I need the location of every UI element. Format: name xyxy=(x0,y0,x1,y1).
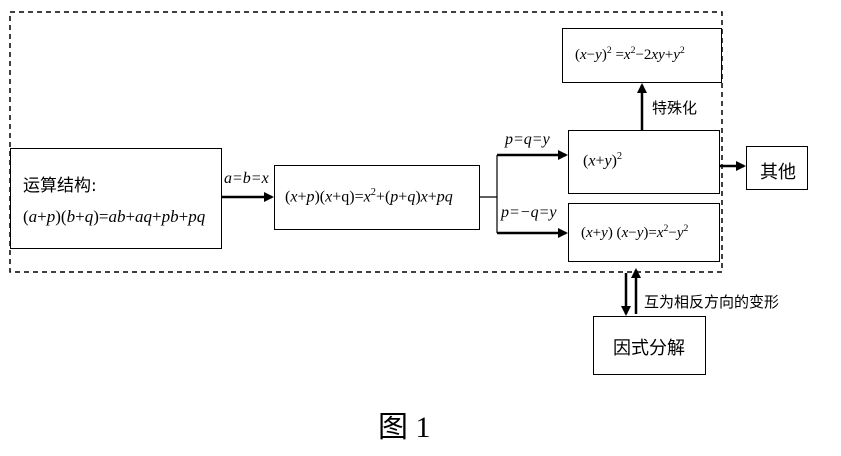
formula-variable: p xyxy=(46,207,56,226)
formula-variable: x xyxy=(588,152,596,170)
formula-symbol: )( xyxy=(314,188,326,206)
formula-variable: y xyxy=(601,225,608,241)
formula-symbol: − xyxy=(668,225,677,241)
edge-label-inverse: 互为相反方向的变形 xyxy=(644,293,780,311)
formula-variable: x xyxy=(656,225,664,241)
formula-variable: y xyxy=(595,47,602,63)
formula-exponent: 2 xyxy=(370,187,376,198)
formula-symbol: )( xyxy=(55,207,67,226)
formula-symbol: + xyxy=(664,47,674,63)
formula-symbol: +( xyxy=(375,188,391,206)
formula-variable: y xyxy=(636,225,644,241)
formula-symbol: + xyxy=(398,188,408,206)
formula-symbol: ( xyxy=(23,207,29,226)
formula-symbol: + xyxy=(595,152,605,170)
formula-variable: y xyxy=(673,47,680,63)
formula-variable: x xyxy=(290,188,298,206)
formula-symbol: ( xyxy=(581,225,586,241)
formula-variable: pq xyxy=(188,207,206,226)
formula-symbol: ( xyxy=(285,188,291,206)
formula-symbol: + xyxy=(592,225,602,241)
formula-variable: x xyxy=(621,225,629,241)
formula-exponent: 2 xyxy=(679,45,685,56)
formula-variable: x xyxy=(325,188,333,206)
formula-variable: x xyxy=(420,188,428,206)
formula-exponent: 2 xyxy=(630,45,636,56)
formula-variable: y xyxy=(676,225,684,241)
formula-variable: p xyxy=(306,188,315,206)
formula-variable: x xyxy=(586,225,593,241)
formula-variable: b xyxy=(66,207,76,226)
formula-symbol: q xyxy=(341,188,350,206)
formula-variable: a xyxy=(28,207,38,226)
formula-symbol: −2 xyxy=(635,47,652,63)
other-label: 其他 xyxy=(760,162,796,183)
formula-variable: pb xyxy=(161,207,179,226)
formula-symbol: + xyxy=(125,207,136,226)
structure-formula: (a+p)(b+q)=ab+aq+pb+pq xyxy=(23,207,205,227)
formula-symbol: − xyxy=(628,225,637,241)
formula-variable: ab xyxy=(108,207,126,226)
formula-variable: x xyxy=(363,188,371,206)
other-box: 其他 xyxy=(746,146,808,190)
formula-symbol: )= xyxy=(643,225,657,241)
formula-symbol: + xyxy=(178,207,189,226)
dashed-frame xyxy=(9,11,723,273)
formula-exponent: 2 xyxy=(616,151,623,162)
formula-exponent: 2 xyxy=(663,223,669,234)
formula-symbol: + xyxy=(332,188,342,206)
formula-variable: q xyxy=(84,207,94,226)
formula-symbol: + xyxy=(297,188,307,206)
formula-symbol: ) xyxy=(601,47,607,63)
formula-symbol: − xyxy=(586,47,596,63)
expanded-formula: (x+p)(x+q)=x2+(p+q)x+pq xyxy=(285,187,453,206)
formula-symbol: ) xyxy=(611,152,617,170)
edge-label-specialize: 特殊化 xyxy=(652,99,698,117)
special-case-box: (x−y)2 =x2−2xy+y2 xyxy=(562,28,722,83)
square-formula: (x+y)2 xyxy=(583,151,622,170)
formula-symbol: )= xyxy=(93,207,109,226)
formula-exponent: 2 xyxy=(606,45,612,56)
structure-box: 运算结构: (a+p)(b+q)=ab+aq+pb+pq xyxy=(10,148,222,249)
formula-variable: x xyxy=(580,47,587,63)
formula-symbol: + xyxy=(427,188,437,206)
diff-squares-box: (x+y) (x−y)=x2−y2 xyxy=(568,203,720,262)
expanded-formula-box: (x+p)(x+q)=x2+(p+q)x+pq xyxy=(274,165,480,230)
formula-exponent: 2 xyxy=(683,223,689,234)
formula-variable: pq xyxy=(436,188,453,206)
formula-symbol: ( xyxy=(575,47,580,63)
formula-variable: xy xyxy=(651,47,665,63)
edge-label-a-eq-b: a=b=x xyxy=(224,170,269,187)
formula-symbol: ) xyxy=(415,188,421,206)
structure-title: 运算结构: xyxy=(23,176,97,196)
figure-caption: 图 1 xyxy=(378,411,431,444)
formula-variable: q xyxy=(407,188,416,206)
formula-variable: x xyxy=(623,47,631,63)
formula-symbol: )= xyxy=(349,188,364,206)
factorization-box: 因式分解 xyxy=(593,316,706,375)
formula-variable: y xyxy=(604,152,612,170)
factorization-label: 因式分解 xyxy=(613,338,685,359)
formula-symbol: + xyxy=(37,207,47,226)
edge-label-p-eq-neg-q: p=−q=y xyxy=(501,204,557,221)
formula-symbol: = xyxy=(611,47,624,63)
formula-symbol: ( xyxy=(583,152,589,170)
formula-variable: p xyxy=(390,188,399,206)
special-case-formula: (x−y)2 =x2−2xy+y2 xyxy=(575,45,685,64)
diff-squares-formula: (x+y) (x−y)=x2−y2 xyxy=(581,223,688,242)
formula-symbol: + xyxy=(75,207,85,226)
formula-variable: aq xyxy=(135,207,153,226)
edge-label-p-eq-q: p=q=y xyxy=(505,131,550,148)
formula-symbol: ) ( xyxy=(607,225,622,241)
square-box: (x+y)2 xyxy=(568,130,720,194)
formula-symbol: + xyxy=(152,207,162,226)
